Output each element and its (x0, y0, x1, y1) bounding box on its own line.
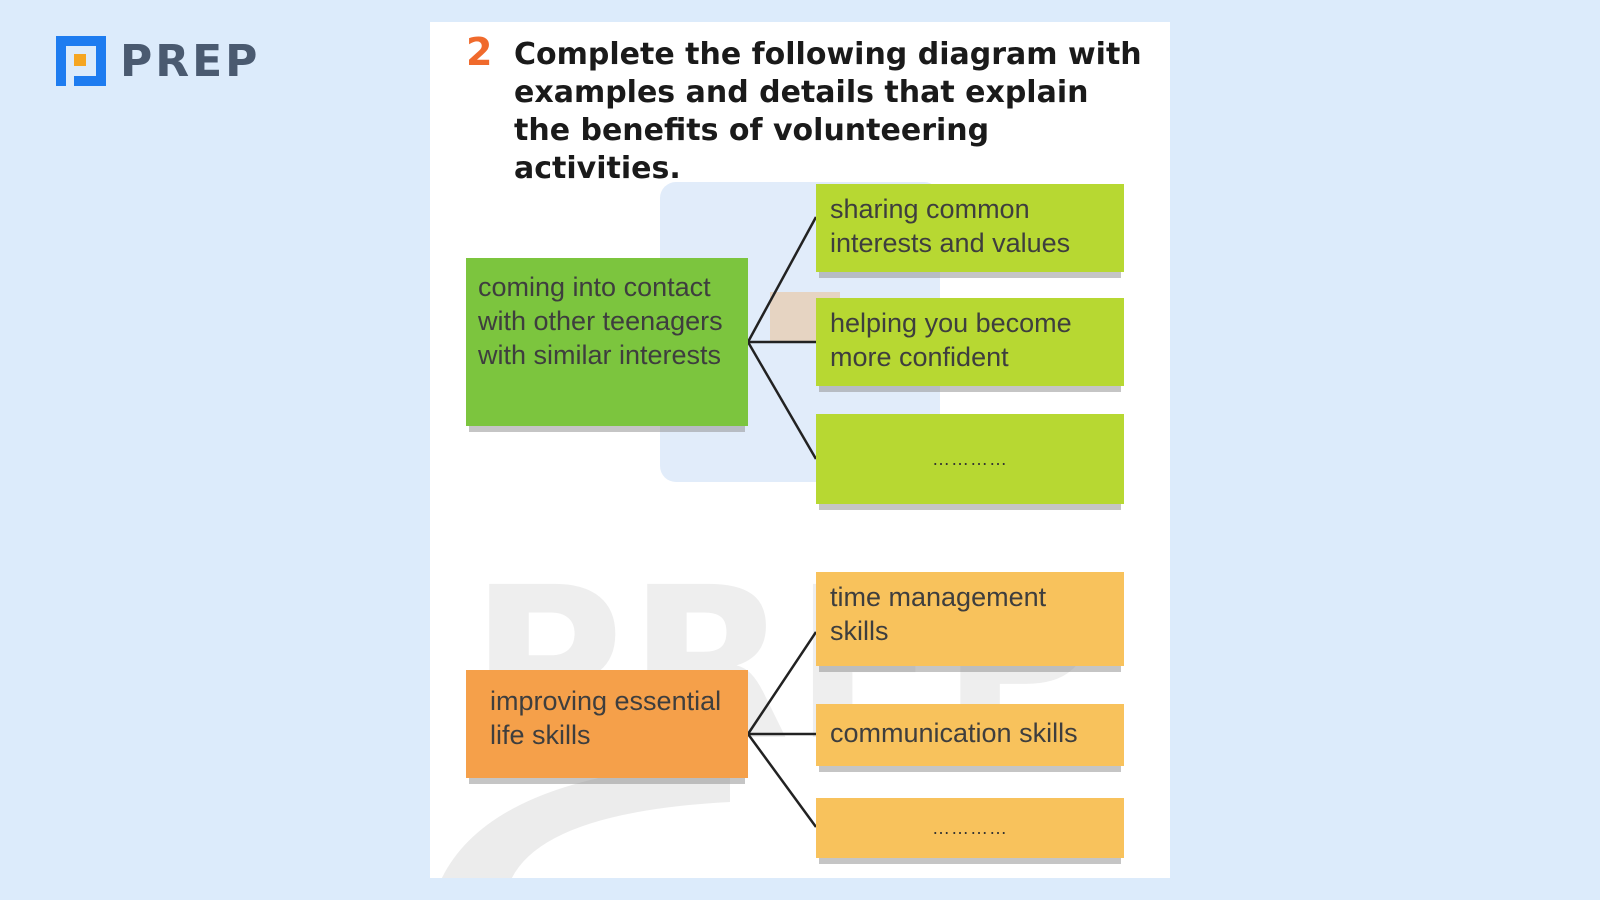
connector-line (746, 631, 818, 735)
detail-box-communication: communication skills (816, 704, 1124, 766)
brand-name: PREP (120, 35, 261, 87)
prep-logo-icon (56, 36, 106, 86)
brand-logo: PREP (52, 32, 260, 90)
main-box-contact: coming into contact with other teenagers… (466, 258, 748, 426)
watermark-arc (442, 762, 730, 878)
detail-box-blank-1[interactable]: ………… (816, 414, 1124, 504)
detail-box-blank-2[interactable]: ………… (816, 798, 1124, 858)
diagram-connectors (746, 216, 818, 828)
connector-line (746, 341, 818, 460)
detail-box-confident: helping you become more confident (816, 298, 1124, 386)
connector-line (746, 733, 818, 828)
main-box-life-skills: improving essential life skills (466, 670, 748, 778)
exercise-card: PREP 2 Complete the following diagram wi… (430, 22, 1170, 878)
detail-box-sharing: sharing common interests and values (816, 184, 1124, 272)
exercise-instruction: Complete the following diagram with exam… (514, 37, 1142, 186)
detail-box-time-management: time management skills (816, 572, 1124, 666)
exercise-number: 2 (466, 30, 493, 74)
connector-line (746, 216, 818, 343)
